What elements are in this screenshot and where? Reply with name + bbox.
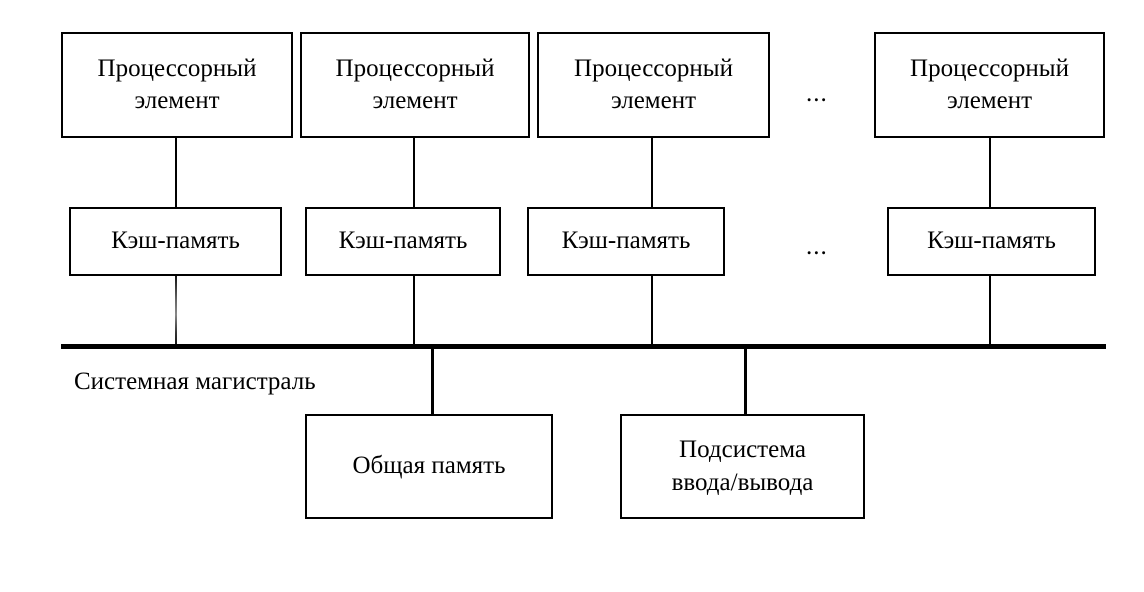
- processor-element-box-1[interactable]: Процессорный элемент: [61, 32, 293, 138]
- connector-bus-to-io-subsystem: [744, 348, 747, 415]
- cache-memory-box-2[interactable]: Кэш-память: [305, 207, 501, 276]
- cache-memory-box-4[interactable]: Кэш-память: [887, 207, 1096, 276]
- connector-pe3-to-cache3: [651, 137, 653, 208]
- processor-element-box-2[interactable]: Процессорный элемент: [300, 32, 530, 138]
- connector-pe4-to-cache4: [989, 137, 991, 208]
- io-subsystem-box[interactable]: Подсистема ввода/вывода: [620, 414, 865, 519]
- processor-element-label-1: Процессорный элемент: [97, 54, 257, 115]
- system-bus-label: Системная магистраль: [74, 368, 316, 395]
- connector-pe1-to-cache1: [175, 137, 177, 208]
- cache-memory-label-1: Кэш-память: [111, 227, 240, 255]
- connector-cache3-to-bus: [651, 275, 653, 347]
- connector-cache2-to-bus: [413, 275, 415, 347]
- processor-element-label-2: Процессорный элемент: [335, 54, 495, 115]
- processor-element-label-3: Процессорный элемент: [574, 54, 733, 115]
- connector-pe2-to-cache2: [413, 137, 415, 208]
- connector-cache4-to-bus: [989, 275, 991, 347]
- system-bus-line: [61, 344, 1106, 349]
- cache-memory-box-1[interactable]: Кэш-память: [69, 207, 282, 276]
- shared-memory-label: Общая память: [352, 452, 506, 480]
- connector-bus-to-shared-memory: [431, 348, 434, 415]
- cache-memory-label-3: Кэш-память: [561, 227, 691, 255]
- cache-memory-box-3[interactable]: Кэш-память: [527, 207, 725, 276]
- io-subsystem-label: Подсистема ввода/вывода: [671, 436, 814, 496]
- connector-cache1-to-bus: [175, 275, 177, 347]
- processor-element-label-4: Процессорный элемент: [910, 54, 1069, 115]
- cache-memory-label-4: Кэш-память: [927, 227, 1056, 255]
- processor-element-box-4[interactable]: Процессорный элемент: [874, 32, 1105, 138]
- processor-row-ellipsis: ...: [806, 80, 828, 107]
- cache-row-ellipsis: ...: [806, 233, 828, 260]
- cache-memory-label-2: Кэш-память: [338, 227, 468, 255]
- shared-memory-box[interactable]: Общая память: [305, 414, 553, 519]
- processor-element-box-3[interactable]: Процессорный элемент: [537, 32, 770, 138]
